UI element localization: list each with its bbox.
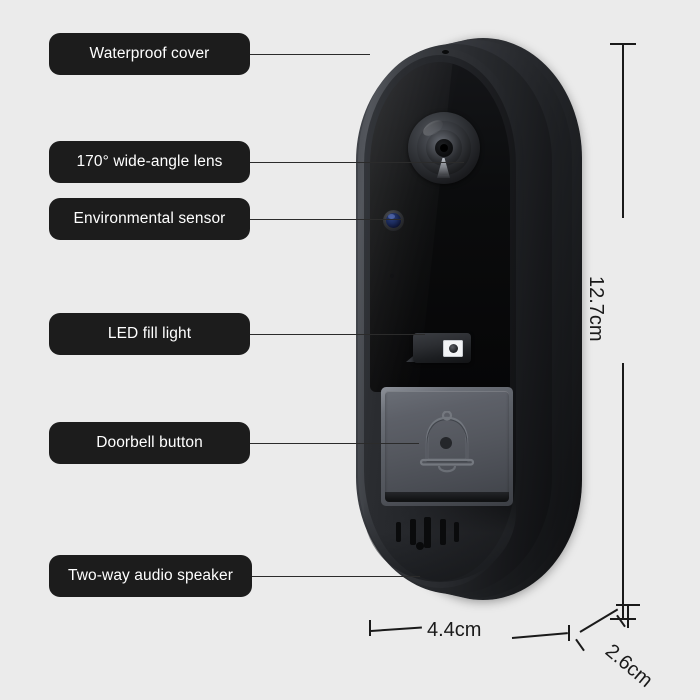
leader-line-audio-speaker: [248, 576, 420, 577]
top-vent-dot: [442, 50, 449, 54]
leader-line-led-fill-light: [248, 334, 425, 335]
microphone-icon: [390, 274, 394, 278]
camera-lens-aperture: [440, 144, 448, 152]
environmental-sensor-highlight: [388, 214, 395, 219]
leader-line-doorbell-button: [248, 443, 419, 444]
width-dimension-label: 4.4cm: [427, 619, 482, 641]
speaker-slot: [424, 517, 431, 548]
speaker-slot: [440, 519, 446, 545]
callout-label-text: 170° wide-angle lens: [76, 153, 223, 170]
speaker-slot: [410, 519, 416, 545]
doorbell-button-led[interactable]: [440, 437, 452, 449]
environmental-sensor-icon: [386, 213, 401, 228]
leader-line-waterproof-cover: [248, 54, 370, 55]
width-dimension-line-left: [370, 626, 422, 632]
depth-dimension-tick-lower: [575, 638, 585, 652]
doorbell-button-shadow: [385, 492, 509, 502]
speaker-anchor-dot: [416, 542, 424, 550]
callout-doorbell-button[interactable]: Doorbell button: [49, 422, 250, 464]
speaker-slot: [454, 522, 459, 542]
width-dimension-tick-right: [568, 625, 570, 641]
callout-environmental-sensor[interactable]: Environmental sensor: [49, 198, 250, 240]
bell-icon: [419, 411, 475, 473]
callout-label-text: LED fill light: [107, 325, 192, 342]
doorbell-device-illustration: [330, 30, 600, 610]
led-fill-light-emitter: [449, 344, 458, 353]
height-dimension-line-upper: [622, 43, 624, 218]
leader-line-environmental-sensor: [248, 219, 402, 220]
width-dimension-line-right: [511, 632, 568, 639]
depth-dimension-extension-line: [627, 604, 629, 628]
height-dimension-line-lower: [622, 363, 624, 620]
depth-dimension-line: [579, 608, 619, 633]
leader-line-wide-angle-lens: [248, 162, 464, 163]
height-dimension-label: 12.7cm: [585, 276, 607, 342]
callout-label-text: Two-way audio speaker: [68, 567, 233, 584]
callout-audio-speaker[interactable]: Two-way audio speaker: [49, 555, 252, 597]
callout-label-text: Environmental sensor: [73, 210, 226, 227]
callout-label-text: Doorbell button: [96, 434, 203, 451]
callout-wide-angle-lens[interactable]: 170° wide-angle lens: [49, 141, 250, 183]
depth-dimension-label: 2.6cm: [600, 640, 657, 692]
depth-dimension-tick-upper: [616, 614, 626, 628]
depth-dimension-extension-tick: [616, 604, 640, 606]
width-dimension-tick-left: [369, 620, 371, 636]
callout-led-fill-light[interactable]: LED fill light: [49, 313, 250, 355]
callout-waterproof-cover[interactable]: Waterproof cover: [49, 33, 250, 75]
callout-label-text: Waterproof cover: [89, 45, 210, 62]
height-dimension-tick-bottom: [610, 618, 636, 620]
speaker-slot: [396, 522, 401, 542]
